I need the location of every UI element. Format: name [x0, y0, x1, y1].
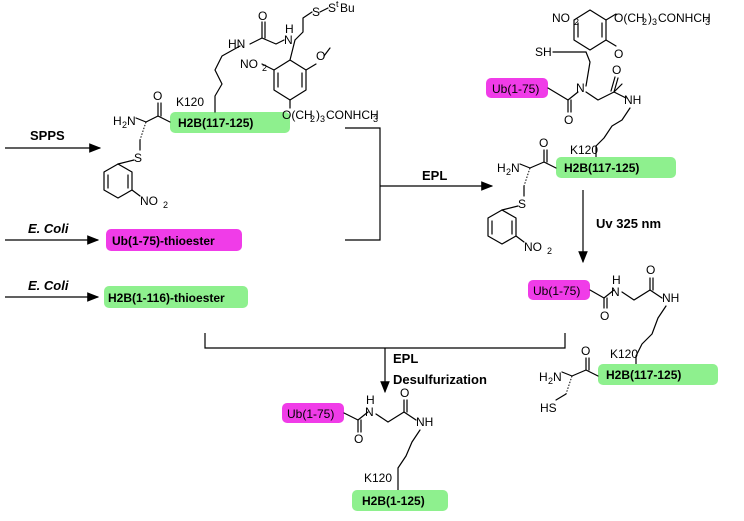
- svg-text:2: 2: [122, 120, 127, 130]
- svg-text:N: N: [553, 370, 562, 384]
- o-top-1: O: [258, 9, 267, 23]
- no2-1: NO: [140, 194, 158, 208]
- svg-text:O: O: [400, 386, 409, 400]
- ub-tag-2: [486, 78, 548, 98]
- hn-1: HN: [228, 37, 245, 51]
- svg-text:3: 3: [373, 114, 378, 124]
- desulf-label: Desulfurization: [393, 372, 487, 387]
- svg-text:O: O: [564, 113, 573, 127]
- svg-text:NO: NO: [552, 11, 570, 25]
- svg-text:t: t: [336, 0, 339, 9]
- svg-text:S: S: [518, 197, 526, 211]
- svg-text:2: 2: [642, 17, 647, 27]
- svg-text:H: H: [612, 273, 621, 287]
- svg-text:N: N: [576, 81, 585, 95]
- svg-text:N: N: [127, 114, 136, 128]
- no2-ring-1: NO: [240, 57, 258, 71]
- h2b-1-125-tag: [352, 490, 448, 511]
- svg-text:O: O: [581, 344, 590, 358]
- svg-text:K120: K120: [570, 143, 598, 157]
- final-bracket: [204, 333, 566, 349]
- svg-text:SH: SH: [535, 45, 552, 59]
- svg-text:K120: K120: [610, 347, 638, 361]
- svg-text:NH: NH: [624, 93, 641, 107]
- h2b-thioester-text: H2B(1-116)-thioester: [108, 291, 225, 305]
- svg-text:3: 3: [705, 17, 710, 27]
- svg-text:2: 2: [310, 114, 315, 124]
- h2b-117-125-tag-3: [598, 364, 718, 385]
- svg-text:): ): [316, 108, 320, 122]
- svg-text:2: 2: [574, 17, 579, 27]
- uv-label: Uv 325 nm: [596, 216, 661, 231]
- svg-text:O: O: [316, 49, 325, 63]
- svg-text:NH: NH: [416, 415, 433, 429]
- svg-text:2: 2: [262, 63, 267, 73]
- ub-text-3: Ub(1-75): [533, 284, 580, 298]
- svg-text:NH: NH: [662, 291, 679, 305]
- svg-text:S: S: [328, 1, 336, 15]
- svg-text:N: N: [611, 285, 620, 299]
- svg-text:2: 2: [506, 167, 511, 177]
- svg-text:2: 2: [548, 376, 553, 386]
- n-top-1: N: [284, 33, 293, 47]
- svg-text:N: N: [365, 405, 374, 419]
- h2n-1: H: [113, 114, 122, 128]
- svg-text:O(CH: O(CH: [614, 11, 645, 25]
- svg-text:CONHCH: CONHCH: [326, 108, 379, 122]
- ligation-product-structure: Ub(1-75) O N SH NO 2 O(CH 2 ) 3 CONHCH 3…: [486, 9, 711, 256]
- svg-text:): ): [648, 11, 652, 25]
- peptide-1-structure: H2B(117-125) K120 O H 2 N S NO 2 HN O N …: [103, 0, 379, 210]
- svg-text:NO: NO: [524, 240, 542, 254]
- epl-label-2: EPL: [393, 351, 418, 366]
- svg-text:Bu: Bu: [340, 1, 355, 15]
- ub-text-4: Ub(1-75): [287, 407, 334, 421]
- svg-text:3: 3: [652, 17, 657, 27]
- ub-tag-4: [282, 403, 344, 423]
- svg-text:2: 2: [163, 200, 168, 210]
- h2b-117-125-text-2: H2B(117-125): [564, 161, 639, 175]
- o-chain-1: O(CH: [282, 108, 313, 122]
- svg-text:S: S: [312, 5, 320, 19]
- h2b-1-125-text: H2B(1-125): [362, 494, 425, 508]
- svg-text:O: O: [612, 63, 621, 77]
- k120-label-1: K120: [176, 95, 204, 109]
- decaged-product-structure: Ub(1-75) O H N O NH K120 H2B(117-125) O …: [528, 263, 718, 415]
- svg-text:O: O: [646, 263, 655, 277]
- svg-text:O: O: [600, 309, 609, 323]
- svg-text:H: H: [366, 393, 375, 407]
- svg-text:O: O: [354, 432, 363, 446]
- ub-tag-3: [528, 280, 590, 300]
- carbonyl-o-1: O: [153, 89, 162, 103]
- h2b-thioester-tag: [104, 286, 248, 308]
- ub-thioester-tag: [106, 229, 242, 251]
- svg-text:2: 2: [547, 246, 552, 256]
- svg-text:O: O: [614, 47, 623, 61]
- ub-text-2: Ub(1-75): [492, 82, 539, 96]
- epl-bracket: [345, 127, 381, 241]
- h2b-117-125-tag-1: [170, 112, 290, 133]
- svg-text:CONHCH: CONHCH: [658, 11, 711, 25]
- h2b-117-125-text-3: H2B(117-125): [606, 368, 681, 382]
- svg-text:H: H: [497, 161, 506, 175]
- ecoli-label-2: E. Coli: [28, 278, 69, 293]
- final-product-structure: Ub(1-75) O H N O NH K120 H2B(1-125): [282, 386, 448, 511]
- svg-text:N: N: [511, 161, 520, 175]
- epl-label-1: EPL: [422, 168, 447, 183]
- h-top-1: H: [285, 22, 294, 36]
- svg-text:K120: K120: [364, 471, 392, 485]
- ub-thioester-text: Ub(1-75)-thioester: [112, 234, 215, 248]
- h2b-117-125-text-1: H2B(117-125): [178, 116, 253, 130]
- h2b-117-125-tag-2: [556, 157, 676, 178]
- ecoli-label-1: E. Coli: [28, 221, 69, 236]
- svg-text:H: H: [539, 370, 548, 384]
- svg-text:HS: HS: [540, 401, 557, 415]
- sulfur-1: S: [134, 151, 142, 165]
- svg-text:3: 3: [320, 114, 325, 124]
- spps-label: SPPS: [30, 128, 65, 143]
- svg-text:O: O: [539, 136, 548, 150]
